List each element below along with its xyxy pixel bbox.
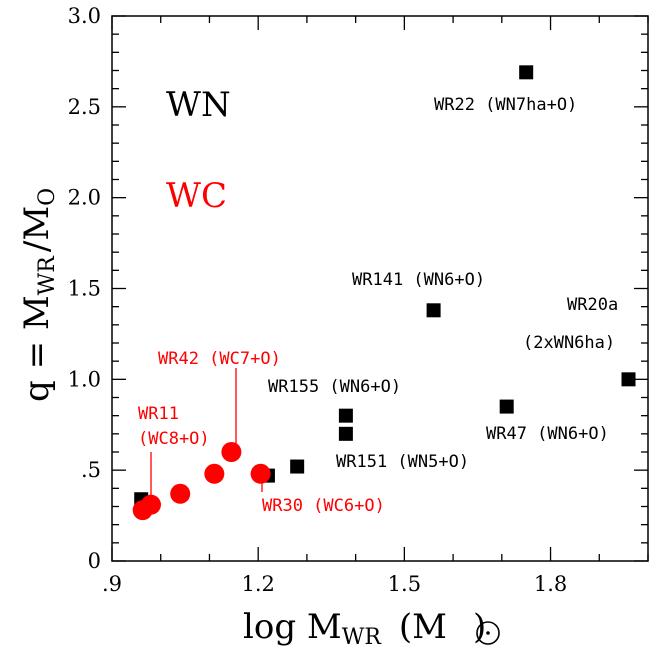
y-tick-label: 0	[88, 549, 101, 573]
y-tick-label: 1.5	[68, 277, 101, 301]
y-tick-label: 3.0	[68, 4, 101, 28]
wc-point	[221, 442, 242, 462]
wn-point	[499, 399, 514, 414]
x-tick-label: 1.2	[241, 572, 274, 596]
annotation-label: WR155 (WN6+O)	[268, 377, 401, 397]
wc-point	[204, 463, 225, 484]
annotation-label: (2xWN6ha)	[523, 333, 615, 353]
y-axis-title: q = MWR/MO	[17, 188, 60, 402]
axis-ticks	[111, 15, 649, 562]
wn-point	[621, 372, 636, 387]
x-axis-title-unit: (M	[399, 607, 447, 647]
x-axis-title: log MWR(M)	[243, 607, 486, 650]
x-tick-label: .9	[102, 572, 122, 596]
y-tick-label: 2.0	[68, 186, 101, 210]
wn-point	[290, 459, 305, 474]
annotation-label: WR151 (WN5+O)	[336, 452, 469, 472]
annotation-label: WR42 (WC7+O)	[158, 349, 281, 369]
wc-point	[170, 483, 191, 504]
wn-point	[338, 408, 353, 423]
group-label: WN	[166, 85, 231, 125]
y-axis-title-sub-num: WR	[35, 255, 60, 296]
wn-point	[519, 65, 534, 80]
data-points	[132, 65, 636, 521]
axis-tick-labels: .9 1.2 1.5 1.8 0 .5 1.0 1.5 2.0 2.5 3.0	[68, 4, 568, 596]
wn-point	[338, 426, 353, 441]
x-tick-label: 1.5	[388, 572, 421, 596]
x-tick-label: 1.8	[534, 572, 567, 596]
x-axis-title-sub: WR	[342, 625, 383, 650]
wc-point	[140, 494, 161, 515]
y-tick-label: .5	[81, 458, 101, 482]
y-tick-label: 2.5	[68, 95, 101, 119]
group-labels: WN WC	[166, 85, 231, 216]
y-axis-title-lhs: q = M	[17, 295, 57, 402]
point-annotations: WR22 (WN7ha+O) WR141 (WN6+O) WR20a (2xWN6ha…	[138, 95, 618, 516]
sun-symbol	[476, 621, 500, 645]
annotation-label: WR11	[138, 404, 179, 424]
y-axis-title-sub-den: O	[35, 188, 60, 206]
wc-point	[250, 463, 271, 484]
annotation-label: WR47 (WN6+O)	[486, 424, 609, 444]
annotation-label: WR20a	[567, 295, 618, 315]
y-tick-label: 1.0	[68, 367, 101, 391]
x-axis-title-main: log M	[243, 607, 342, 647]
annotation-label: WR22 (WN7ha+O)	[434, 95, 577, 115]
y-axis-title-slash: /M	[17, 206, 57, 252]
annotation-label: (WC8+O)	[138, 429, 210, 449]
annotation-label: WR30 (WC6+O)	[262, 496, 385, 516]
wn-point	[426, 303, 441, 318]
annotation-label: WR141 (WN6+O)	[352, 270, 485, 290]
group-label: WC	[166, 176, 227, 216]
